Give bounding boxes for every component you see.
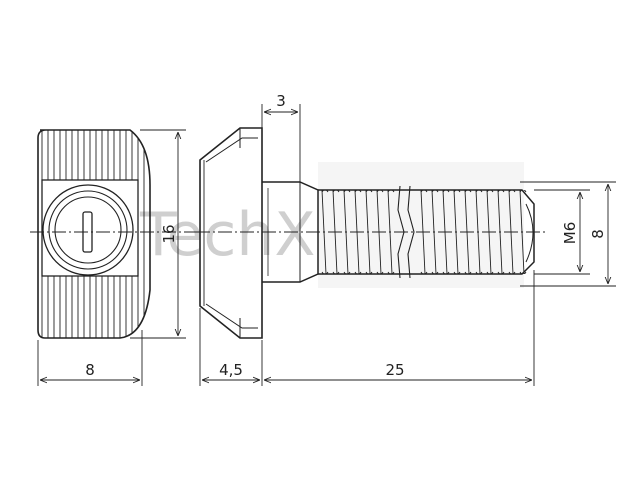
bolt-head-inner-top (205, 137, 258, 163)
nut-ring-inner-1 (48, 190, 128, 270)
thread-crest (442, 190, 450, 274)
thread-crest (508, 190, 516, 274)
thread-crest (321, 190, 329, 274)
watermark: TechX (139, 162, 524, 288)
dim-head-length (199, 308, 263, 386)
thread-crest (354, 190, 362, 274)
watermark-text: TechX (139, 200, 316, 270)
thread-crest (475, 190, 483, 274)
thread-crest (365, 190, 373, 274)
dim-head-height (261, 104, 301, 182)
nut-ring-inner-2 (54, 196, 122, 264)
thread-crest (387, 190, 395, 274)
dim-nut-height (130, 129, 186, 339)
nut-outer-ring (42, 184, 134, 276)
thread-end-chamfer (525, 203, 534, 263)
thread-crest (486, 190, 494, 274)
dim-label-16: 16 (160, 224, 178, 243)
thread-crest (420, 190, 428, 274)
bolt-head-inner-bottom (205, 303, 258, 329)
dim-label-4-5: 4,5 (219, 361, 243, 379)
dim-label-m6: M6 (561, 222, 579, 245)
thread-crest (519, 190, 527, 274)
thread-crest (343, 190, 351, 274)
dim-label-3: 3 (276, 92, 286, 110)
thread-crest (431, 190, 439, 274)
dim-nut-width (37, 330, 143, 386)
thread-crest (497, 190, 505, 274)
thread-crest (453, 190, 461, 274)
dim-label-8-diameter: 8 (589, 229, 607, 239)
thread-crest (332, 190, 340, 274)
dim-shank-length (264, 270, 535, 386)
dim-thread-diameter (520, 181, 616, 287)
t-nut-end-view (30, 129, 200, 339)
dim-label-25: 25 (385, 361, 404, 379)
dim-thread-size (534, 189, 590, 275)
dim-label-8-width: 8 (85, 361, 95, 379)
watermark-box (318, 162, 524, 288)
thread-crest (464, 190, 472, 274)
bolt-side-view (196, 127, 546, 339)
thread-crest (376, 190, 384, 274)
break-line-right (407, 185, 415, 279)
